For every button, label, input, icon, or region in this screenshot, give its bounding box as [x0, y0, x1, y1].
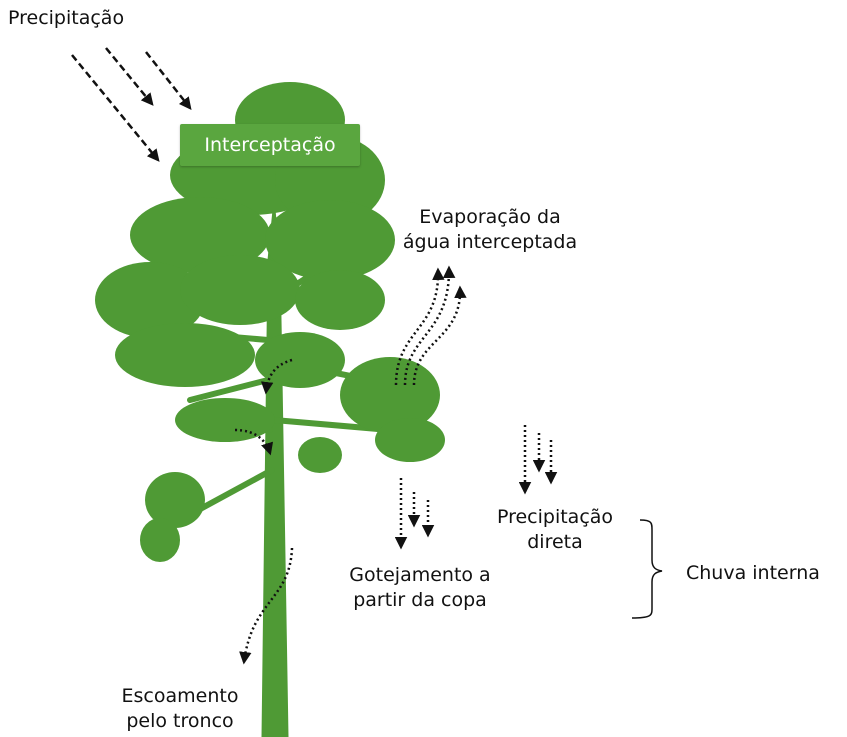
label-chuva-interna: Chuva interna [686, 561, 820, 586]
precipitation-arrows [72, 48, 190, 160]
label-gotejamento-line2: partir da copa [320, 588, 520, 613]
tree-illustration [95, 82, 445, 737]
label-precipitacao-direta: Precipitação direta [470, 505, 640, 555]
label-escoamento-line2: pelo tronco [80, 709, 280, 734]
label-escoamento: Escoamento pelo tronco [80, 684, 280, 734]
label-evaporacao-line1: Evaporação da [380, 205, 600, 230]
label-gotejamento-line1: Gotejamento a [320, 563, 520, 588]
label-precipitacao-direta-line1: Precipitação [470, 505, 640, 530]
label-precipitacao-direta-line2: direta [470, 530, 640, 555]
label-precipitacao: Precipitação [8, 6, 124, 31]
throughfall-drip-arrows [401, 478, 428, 547]
label-evaporacao: Evaporação da água interceptada [380, 205, 600, 255]
label-evaporacao-line2: água interceptada [380, 230, 600, 255]
label-gotejamento: Gotejamento a partir da copa [320, 563, 520, 613]
direct-precipitation-arrows [525, 425, 551, 492]
label-interceptacao: Interceptação [180, 124, 360, 166]
label-escoamento-line1: Escoamento [80, 684, 280, 709]
